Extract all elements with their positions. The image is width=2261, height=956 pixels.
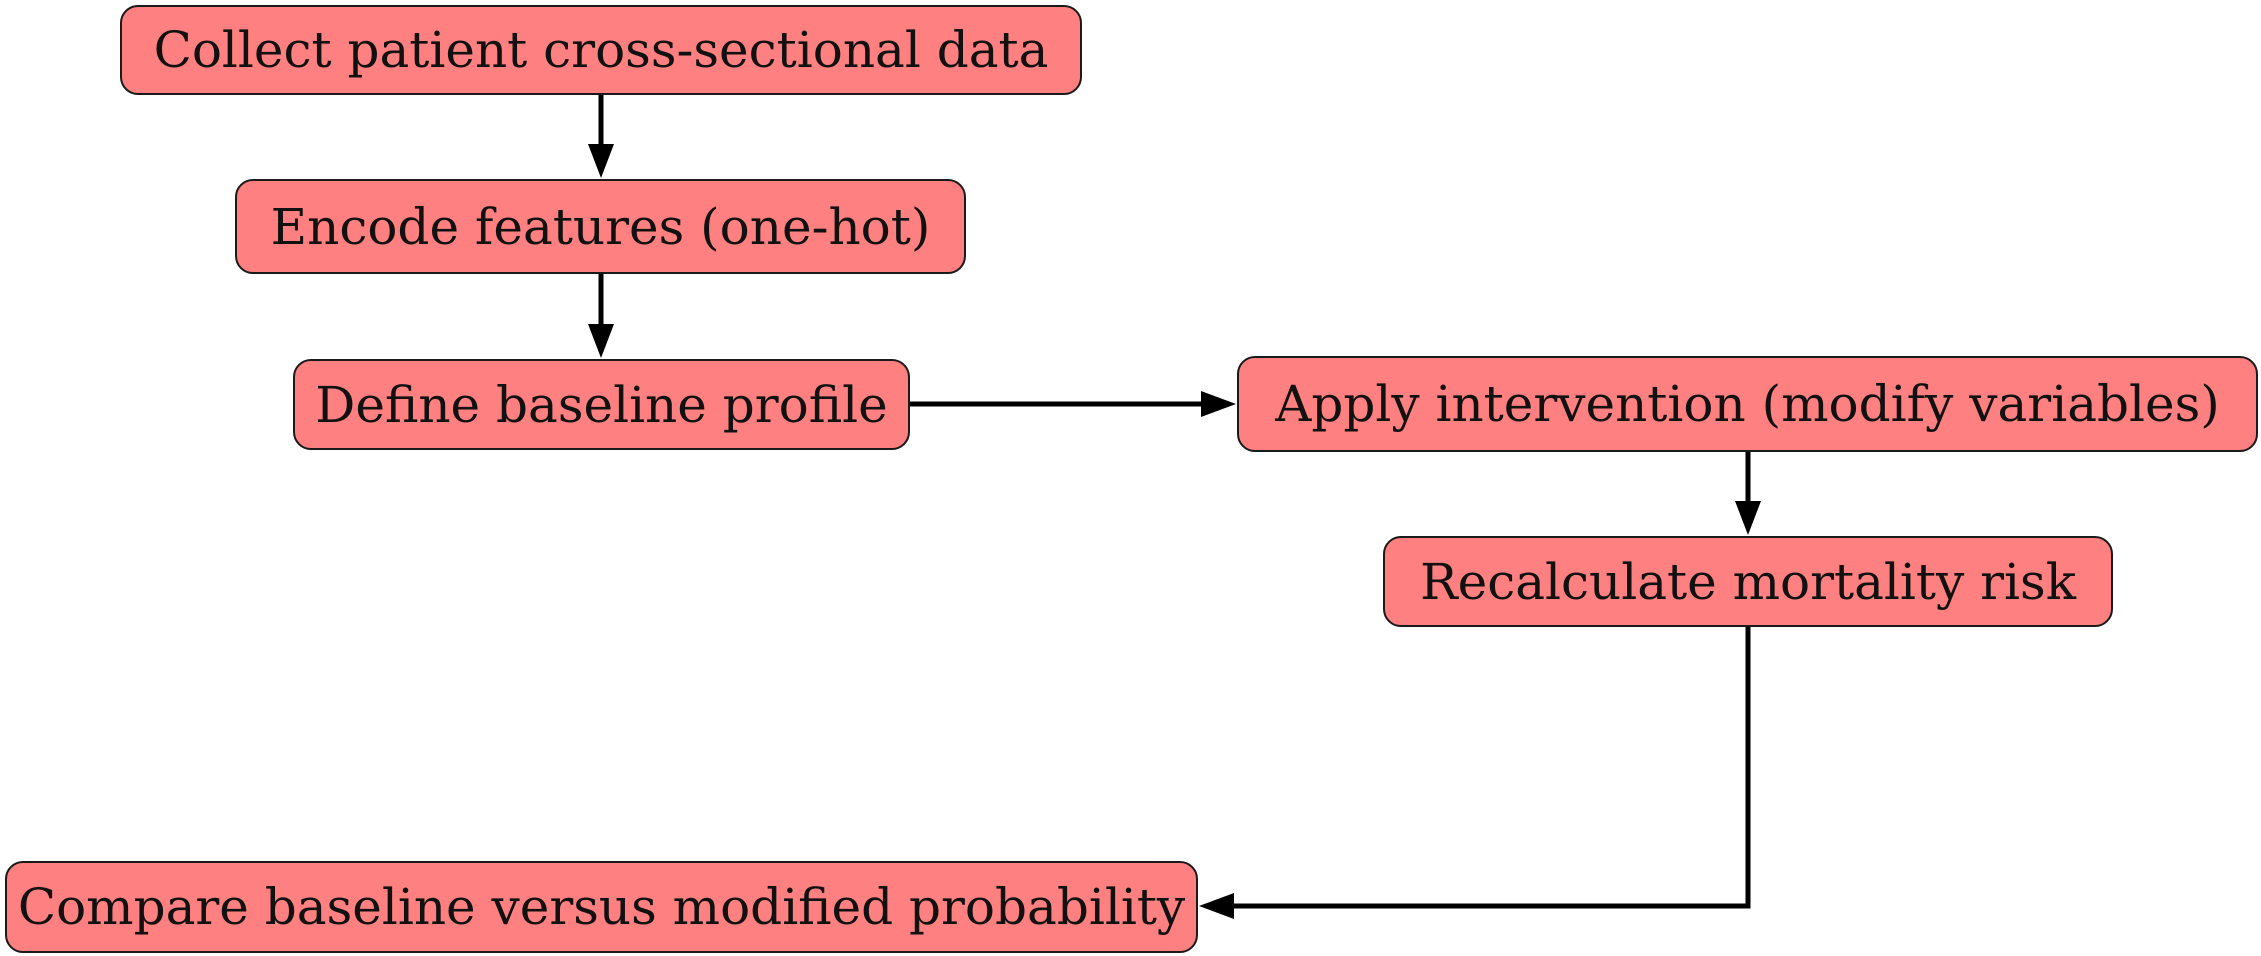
node-collect-data: Collect patient cross-sectional data: [120, 5, 1082, 95]
node-compare-probability: Compare baseline versus modified probabi…: [5, 861, 1198, 953]
node-collect-data-label: Collect patient cross-sectional data: [153, 21, 1049, 79]
node-apply-intervention: Apply intervention (modify variables): [1237, 356, 2258, 452]
node-define-baseline-label: Define baseline profile: [315, 375, 888, 434]
edge-intervention-to-recalculate: [1735, 452, 1761, 535]
edge-baseline-to-intervention: [910, 391, 1236, 417]
node-define-baseline: Define baseline profile: [293, 359, 910, 450]
node-encode-features: Encode features (one-hot): [235, 179, 966, 274]
node-apply-intervention-label: Apply intervention (modify variables): [1275, 375, 2220, 433]
node-encode-features-label: Encode features (one-hot): [270, 197, 931, 256]
edge-encode-to-baseline: [588, 274, 614, 358]
edge-recalculate-to-compare: [1199, 627, 1751, 919]
node-compare-probability-label: Compare baseline versus modified probabi…: [17, 878, 1186, 936]
node-recalculate-risk-label: Recalculate mortality risk: [1419, 552, 2076, 611]
edge-collect-to-encode: [588, 95, 614, 178]
node-recalculate-risk: Recalculate mortality risk: [1383, 536, 2113, 627]
